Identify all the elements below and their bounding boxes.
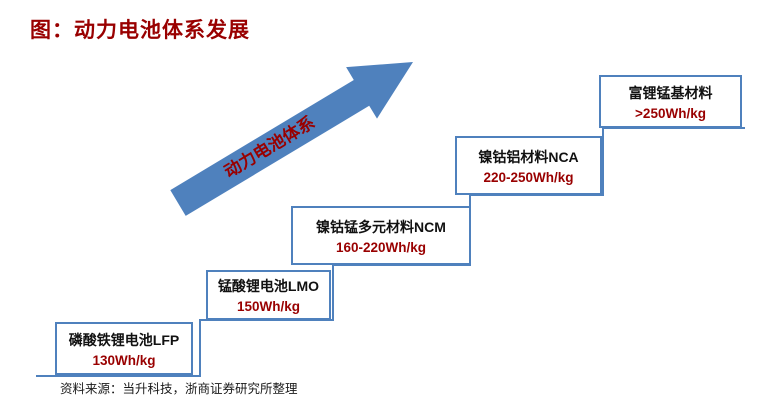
step-value: 130Wh/kg [92, 352, 156, 368]
step-line-v2 [332, 264, 334, 321]
step-value: >250Wh/kg [635, 105, 706, 121]
step-line-h1 [36, 375, 201, 377]
step-name: 锰酸锂电池LMO [217, 278, 320, 294]
step-name: 镍钴锰多元材料NCM [316, 218, 446, 235]
step-box-ncm: 镍钴锰多元材料NCM 160-220Wh/kg [291, 206, 471, 265]
figure-title: 图：动力电池体系发展 [30, 19, 250, 42]
step-line-v4 [602, 127, 604, 196]
step-line-h4 [469, 194, 604, 196]
source-note: 资料来源：当升科技，浙商证券研究所整理 [60, 382, 298, 396]
step-name: 镍钴铝材料NCA [478, 148, 579, 165]
step-value: 160-220Wh/kg [335, 239, 427, 255]
step-value: 150Wh/kg [236, 299, 301, 314]
step-value: 220-250Wh/kg [483, 169, 574, 185]
up-trend-arrow-icon: 动力电池体系 [170, 62, 413, 216]
step-line-h5 [602, 127, 745, 129]
step-box-lmo: 锰酸锂电池LMO 150Wh/kg [206, 270, 331, 320]
step-line-v1 [199, 319, 201, 377]
step-line-h3 [332, 264, 471, 266]
arrow-label: 动力电池体系 [220, 112, 318, 182]
step-box-li-rich-mn: 富锂锰基材料 >250Wh/kg [599, 75, 742, 128]
step-line-h2 [199, 319, 334, 321]
step-box-lfp: 磷酸铁锂电池LFP 130Wh/kg [55, 322, 193, 375]
arrow-shape [170, 62, 413, 216]
step-box-nca: 镍钴铝材料NCA 220-250Wh/kg [455, 136, 602, 195]
step-name: 磷酸铁锂电池LFP [68, 331, 180, 348]
step-name: 富锂锰基材料 [628, 84, 713, 101]
